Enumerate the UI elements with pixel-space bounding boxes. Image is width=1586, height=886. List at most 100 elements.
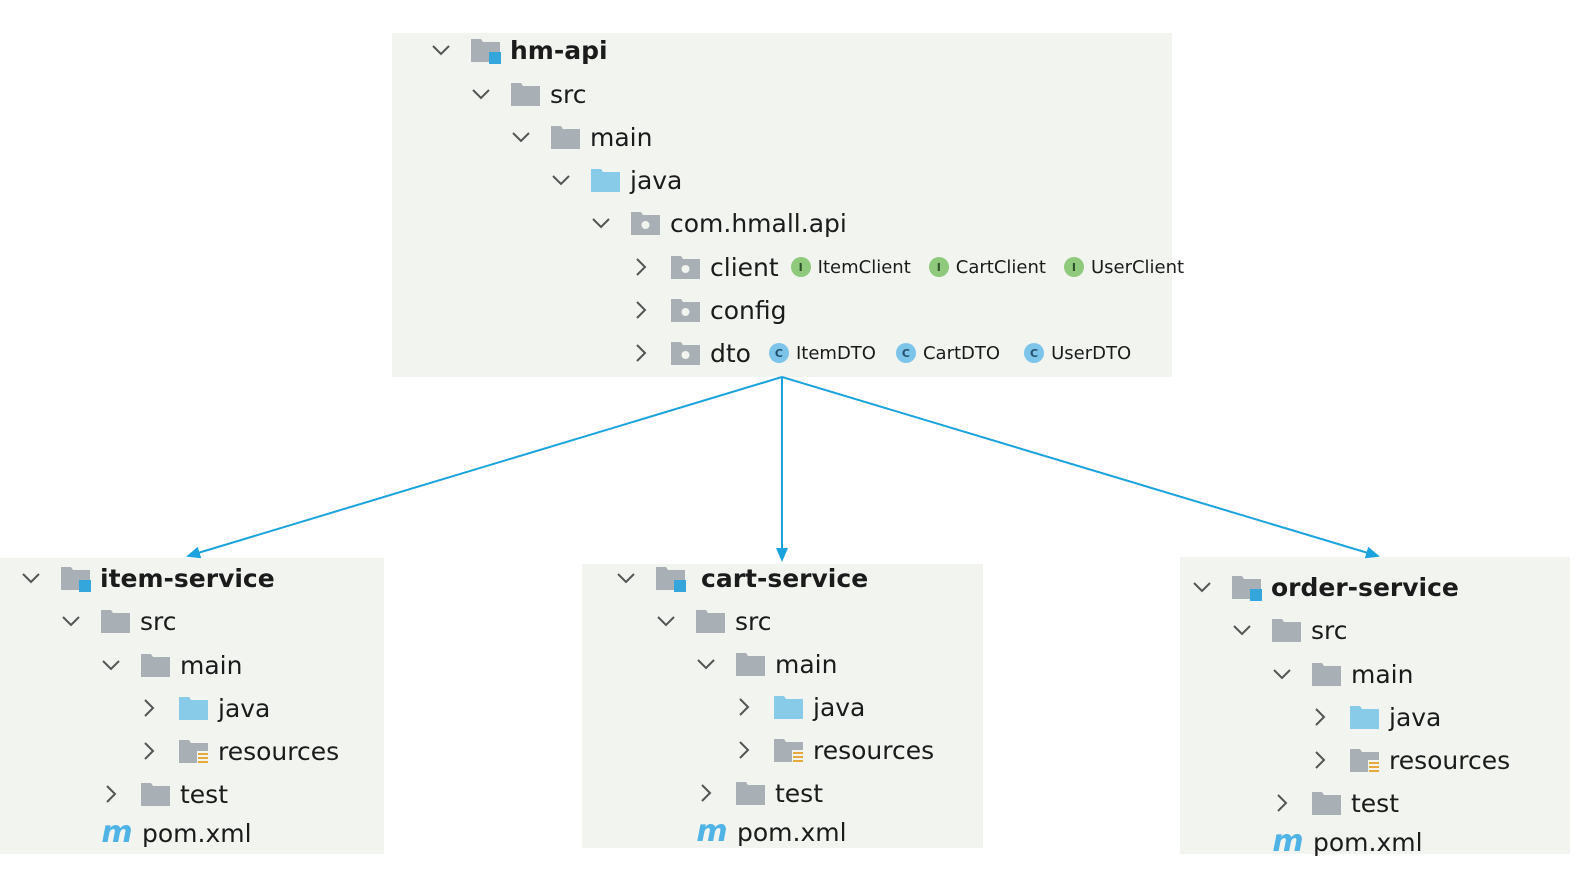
folder-label: src xyxy=(1311,615,1348,645)
tree-row-src[interactable]: src xyxy=(60,601,177,641)
folder-label: test xyxy=(775,778,824,808)
chevron-right-icon[interactable] xyxy=(100,783,122,805)
tree-row-main[interactable]: main xyxy=(1271,654,1413,694)
tree-row-src[interactable]: src xyxy=(655,601,772,641)
tree-row-main[interactable]: main xyxy=(100,645,242,685)
tree-row-item-service[interactable]: item-service xyxy=(20,558,275,598)
folder-label: resources xyxy=(813,735,935,765)
tree-row-src[interactable]: src xyxy=(1231,610,1348,650)
tree-row-src[interactable]: src xyxy=(470,74,587,114)
chevron-down-icon[interactable] xyxy=(1271,663,1293,685)
tree-row-java[interactable]: java xyxy=(1309,697,1441,737)
file-label: pom.xml xyxy=(737,817,847,847)
chevron-right-icon[interactable] xyxy=(138,740,160,762)
tree-row-java[interactable]: java xyxy=(550,160,682,200)
tree-row-test[interactable]: test xyxy=(100,774,228,814)
chevron-down-icon[interactable] xyxy=(20,567,42,589)
chevron-down-icon[interactable] xyxy=(695,653,717,675)
resources-folder-icon xyxy=(773,735,805,765)
source-folder-icon xyxy=(1349,702,1381,732)
package-icon xyxy=(630,208,662,238)
chevron-right-icon[interactable] xyxy=(630,342,652,364)
chevron-right-icon[interactable] xyxy=(138,697,160,719)
tree-row-package[interactable]: com.hmall.api xyxy=(590,203,847,243)
tree-row-cart-service[interactable]: cart-service xyxy=(615,558,868,598)
chevron-right-icon[interactable] xyxy=(630,299,652,321)
arrow-to-order-service xyxy=(781,376,1380,559)
chevron-down-icon[interactable] xyxy=(615,567,637,589)
package-label: dto xyxy=(710,338,751,368)
interface-icon: I xyxy=(1063,257,1084,277)
tree-row-test[interactable]: test xyxy=(1271,783,1399,823)
maven-icon: m xyxy=(696,814,728,849)
tree-row-pom[interactable]: m pom.xml xyxy=(1271,822,1422,862)
module-folder-icon xyxy=(60,563,92,593)
chevron-right-icon[interactable] xyxy=(1271,792,1293,814)
folder-icon xyxy=(1271,615,1303,645)
folder-icon xyxy=(140,650,172,680)
chevron-right-icon[interactable] xyxy=(1309,749,1331,771)
chevron-down-icon[interactable] xyxy=(1191,576,1213,598)
package-label: com.hmall.api xyxy=(670,208,847,238)
chevron-right-icon[interactable] xyxy=(695,782,717,804)
chevron-down-icon[interactable] xyxy=(510,126,532,148)
tree-row-java[interactable]: java xyxy=(138,688,270,728)
module-folder-icon xyxy=(1231,572,1263,602)
package-icon xyxy=(670,338,702,368)
chevron-down-icon[interactable] xyxy=(60,610,82,632)
interface-icon: I xyxy=(790,257,811,277)
source-folder-icon xyxy=(178,693,210,723)
tree-row-test[interactable]: test xyxy=(695,773,823,813)
tree-row-resources[interactable]: resources xyxy=(733,730,934,770)
chevron-right-icon[interactable] xyxy=(630,256,652,278)
maven-icon: m xyxy=(101,815,133,850)
tree-row-order-service[interactable]: order-service xyxy=(1191,567,1459,607)
chevron-down-icon[interactable] xyxy=(1231,619,1253,641)
module-name: item-service xyxy=(100,563,275,593)
chevron-right-icon[interactable] xyxy=(1309,706,1331,728)
tree-row-resources[interactable]: resources xyxy=(138,731,339,771)
tree-row-main[interactable]: main xyxy=(695,644,837,684)
tree-row-pom[interactable]: m pom.xml xyxy=(100,813,251,853)
module-name: cart-service xyxy=(701,563,869,593)
chevron-right-icon[interactable] xyxy=(733,739,755,761)
tree-row-pom[interactable]: m pom.xml xyxy=(695,812,847,852)
chevron-down-icon[interactable] xyxy=(655,610,677,632)
chevron-down-icon[interactable] xyxy=(470,83,492,105)
folder-icon xyxy=(140,779,172,809)
tree-row-java[interactable]: java xyxy=(733,687,865,727)
folder-label: main xyxy=(180,650,243,680)
class-icon: C xyxy=(768,343,789,363)
folder-icon xyxy=(550,122,582,152)
chevron-right-icon[interactable] xyxy=(733,696,755,718)
folder-label: src xyxy=(735,606,772,636)
package-icon xyxy=(670,295,702,325)
tree-row-main[interactable]: main xyxy=(510,117,652,157)
chevron-down-icon[interactable] xyxy=(100,654,122,676)
tree-row-config[interactable]: config xyxy=(630,290,787,330)
folder-icon xyxy=(735,778,767,808)
folder-icon xyxy=(735,649,767,679)
interface-icon: I xyxy=(928,257,949,277)
tree-row-resources[interactable]: resources xyxy=(1309,740,1510,780)
module-name: hm-api xyxy=(510,35,608,65)
chevron-down-icon[interactable] xyxy=(430,39,452,61)
chevron-down-icon[interactable] xyxy=(550,169,572,191)
module-name: order-service xyxy=(1271,572,1459,602)
package-label: client xyxy=(710,252,779,282)
folder-label: test xyxy=(180,779,229,809)
module-folder-icon xyxy=(655,563,687,593)
folder-label: resources xyxy=(218,736,340,766)
chevron-down-icon[interactable] xyxy=(590,212,612,234)
tree-row-hm-api[interactable]: hm-api xyxy=(430,30,608,70)
resources-folder-icon xyxy=(178,736,210,766)
folder-label: src xyxy=(550,79,587,109)
